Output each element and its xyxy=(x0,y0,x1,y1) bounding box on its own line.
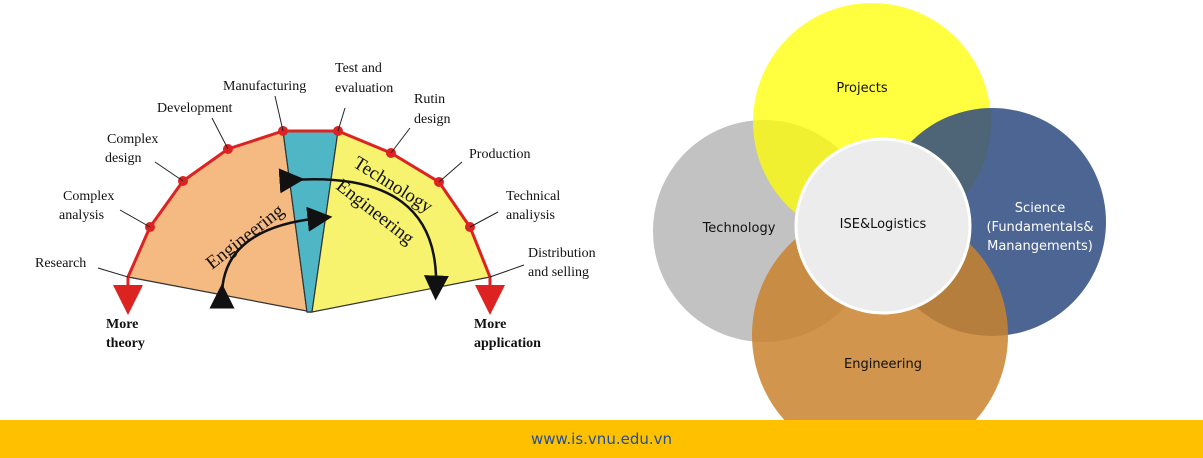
label-rutin-design-2: design xyxy=(414,112,451,127)
center-circle xyxy=(794,137,972,315)
label-manufacturing: Manufacturing xyxy=(223,79,306,94)
label-complex-design-2: design xyxy=(105,151,142,166)
leader-lines xyxy=(97,95,525,278)
more-application-label-1: More xyxy=(474,317,506,332)
science-label-3: Manangements) xyxy=(987,239,1093,254)
label-technical-analysis-2: analiysis xyxy=(506,208,555,223)
more-theory-label-1: More xyxy=(106,317,138,332)
label-rutin-design-1: Rutin xyxy=(414,92,445,107)
science-label-1: Science xyxy=(1015,201,1065,216)
stage-markers xyxy=(145,126,475,232)
label-test-evaluation-1: Test and xyxy=(335,61,382,76)
label-technical-analysis-1: Technical xyxy=(506,189,560,204)
ise-logistics-venn: Projects Technology ISE&Logistics Scienc… xyxy=(653,3,1106,458)
projects-label: Projects xyxy=(836,81,887,96)
science-label-2: (Fundamentals& xyxy=(986,220,1093,235)
label-research: Research xyxy=(35,256,86,271)
engineering-label: Engineering xyxy=(844,357,922,372)
label-distribution-2: and selling xyxy=(528,265,589,280)
label-production: Production xyxy=(469,147,530,162)
more-theory-label-2: theory xyxy=(106,336,145,351)
footer-url[interactable]: www.is.vnu.edu.vn xyxy=(530,430,672,448)
technology-label: Technology xyxy=(702,221,776,236)
label-complex-design-1: Complex xyxy=(107,132,158,147)
engineering-technology-spectrum: Engineering Technology Engineering Resea… xyxy=(35,61,596,351)
spectrum-outline xyxy=(126,129,492,278)
label-complex-analysis-1: Complex xyxy=(63,189,114,204)
center-label: ISE&Logistics xyxy=(840,217,927,232)
label-distribution-1: Distribution xyxy=(528,246,596,261)
label-development: Development xyxy=(157,101,233,116)
footer-bar: www.is.vnu.edu.vn xyxy=(0,420,1203,458)
technology-range-arrow xyxy=(278,168,449,301)
label-complex-analysis-2: analysis xyxy=(59,208,104,223)
more-application-label-2: application xyxy=(474,336,541,351)
label-test-evaluation-2: evaluation xyxy=(335,81,393,96)
